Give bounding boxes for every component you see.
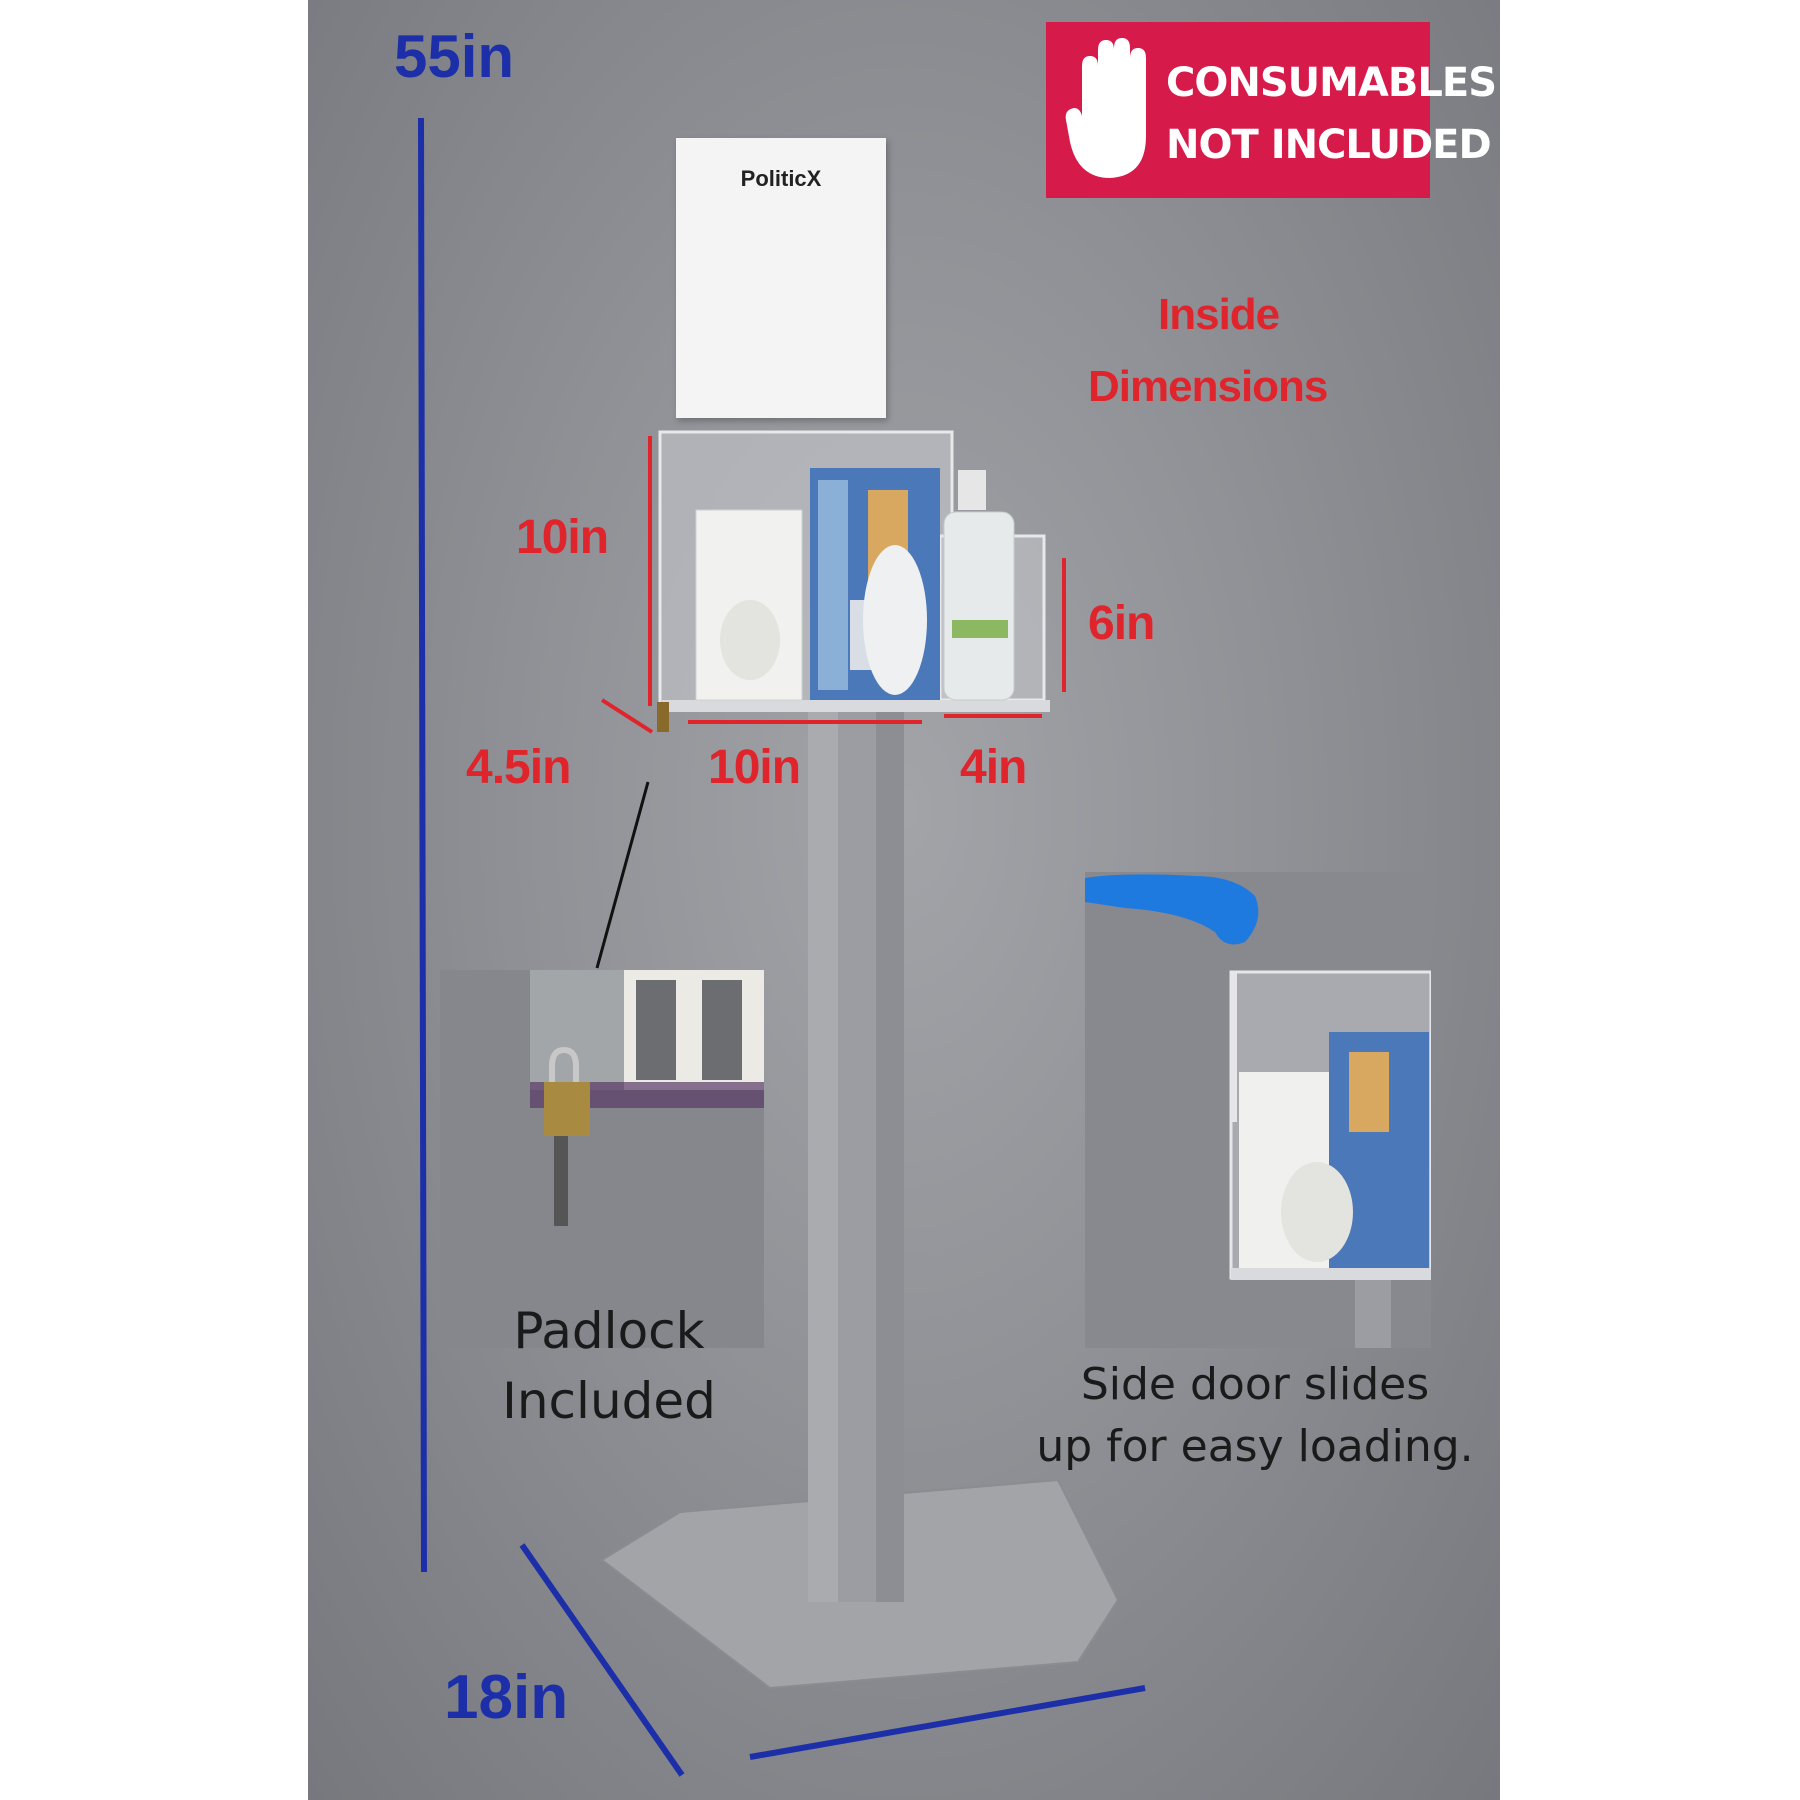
box-height-label: 10in <box>516 511 609 564</box>
base-width-label: 18in <box>444 1663 569 1732</box>
total-height-label: 55in <box>394 23 515 90</box>
hand-stop-icon <box>1065 38 1146 178</box>
base-width-dimension-line <box>749 1685 1146 1760</box>
box-width-label: 10in <box>708 741 801 794</box>
padlock-inset-photo <box>440 970 764 1348</box>
side-door-inset-photo <box>1085 872 1431 1348</box>
inside-dimensions-line-1: Inside <box>1158 290 1280 339</box>
consumables-not-included-badge: CONSUMABLES NOT INCLUDED <box>1046 22 1497 198</box>
side-door-caption: Side door slides up for easy loading. <box>1010 1354 1500 1478</box>
base-depth-dimension-line <box>519 1543 685 1777</box>
padlock-icon <box>544 1082 590 1136</box>
depth-label: 4.5in <box>466 741 571 794</box>
side-height-label: 6in <box>1088 597 1155 650</box>
badge-line-2: NOT INCLUDED <box>1166 122 1492 168</box>
sign-brand-name: PoliticX <box>740 166 822 191</box>
blue-glove <box>1085 874 1259 945</box>
inside-dimensions-line-2: Dimensions <box>1088 362 1328 411</box>
badge-line-1: CONSUMABLES <box>1166 60 1497 106</box>
padlock-closeup <box>440 970 764 1348</box>
padlock-caption-line-2: Included <box>502 1372 716 1430</box>
side-door-caption-line-2: up for easy loading. <box>1036 1421 1474 1472</box>
padlock-caption: Padlock Included <box>440 1296 778 1436</box>
badge-text: CONSUMABLES NOT INCLUDED <box>1166 52 1497 176</box>
side-door-closeup <box>1085 872 1431 1348</box>
side-door-caption-line-1: Side door slides <box>1080 1359 1430 1410</box>
side-width-label: 4in <box>960 741 1027 794</box>
depth-line <box>600 698 654 734</box>
sanitizer-bottle <box>943 511 1015 701</box>
height-dimension-line <box>418 117 427 1573</box>
padlock-pointer-line <box>595 781 650 969</box>
box-shelf <box>662 700 1050 712</box>
padlock-caption-line-1: Padlock <box>513 1302 705 1360</box>
brand-sign: PoliticX <box>676 138 886 418</box>
sanitizer-pump <box>958 470 986 510</box>
